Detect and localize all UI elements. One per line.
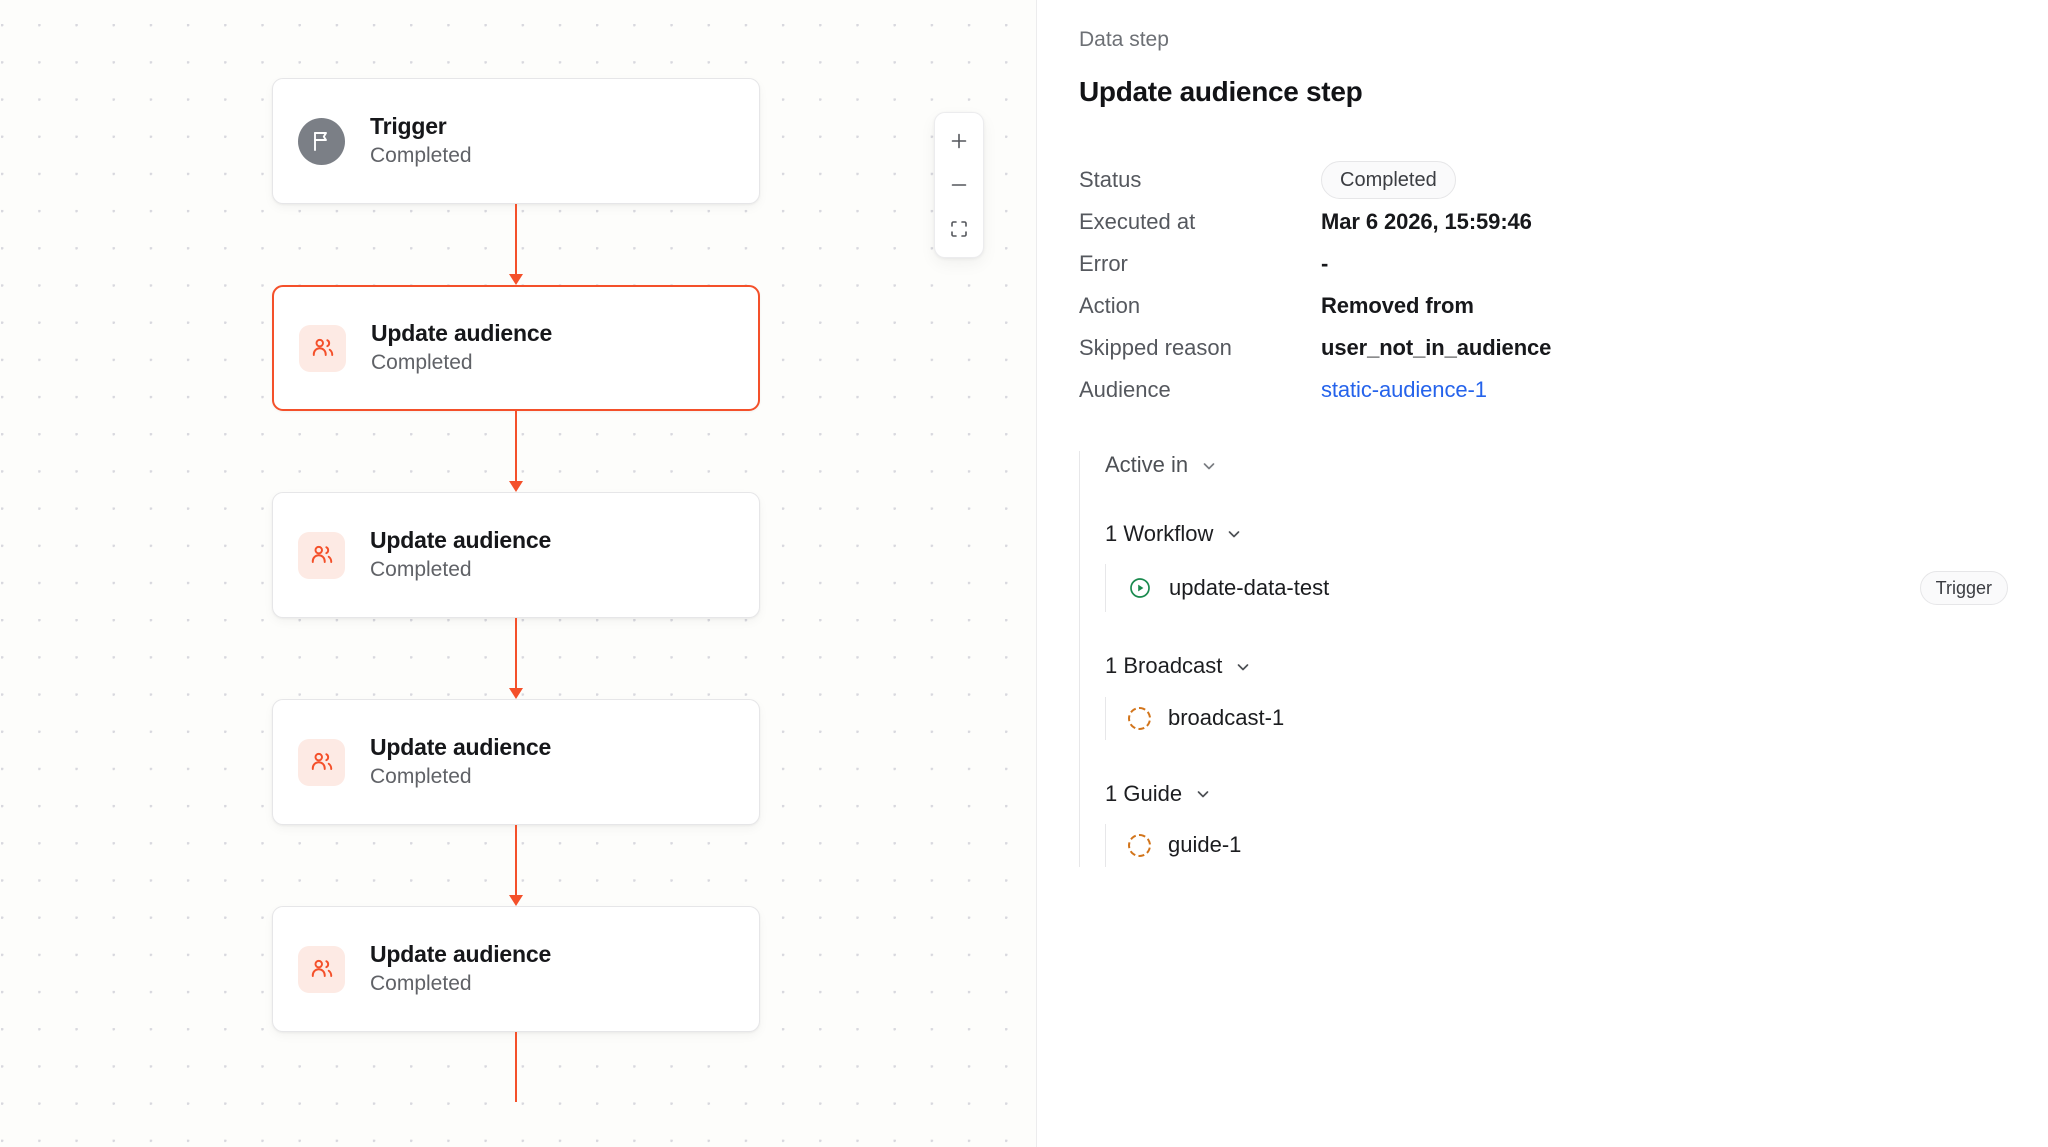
workflow-node-update-audience-selected[interactable]: Update audience Completed [272, 285, 760, 411]
group-label: 1 Broadcast [1105, 653, 1223, 679]
detail-row-error: Error - [1079, 243, 2008, 285]
active-in-label: Active in [1105, 452, 1189, 478]
step-detail-panel: Data step Update audience step Status Co… [1037, 0, 2048, 1147]
status-badge: Completed [1321, 161, 1456, 200]
node-status: Completed [371, 351, 473, 375]
play-circle-icon [1128, 576, 1152, 600]
detail-label: Error [1079, 251, 1128, 276]
detail-label: Audience [1079, 377, 1171, 402]
entity-badge-trigger: Trigger [1919, 571, 2008, 606]
group-items: update-data-test Trigger [1105, 564, 2008, 613]
list-item-guide[interactable]: guide-1 [1106, 824, 2008, 867]
active-in-toggle[interactable]: Active in [1105, 451, 1218, 480]
active-in-group-workflow: 1 Workflow [1105, 520, 2008, 613]
entity-label: guide-1 [1168, 832, 1242, 858]
detail-value: - [1321, 251, 1329, 276]
group-toggle-guide[interactable]: 1 Guide [1105, 780, 1212, 809]
zoom-in-button[interactable] [934, 119, 984, 163]
connector-arrowhead [509, 274, 523, 285]
node-text: Update audience Completed [370, 940, 552, 996]
node-status: Completed [370, 972, 472, 996]
step-detail-table: Status Completed Executed at Mar 6 2026,… [1079, 159, 2008, 411]
zoom-out-button[interactable] [934, 163, 984, 207]
active-in-group-broadcast: 1 Broadcast broadcast-1 [1105, 652, 2008, 740]
detail-label: Executed at [1079, 209, 1196, 234]
node-text: Update audience Completed [370, 526, 552, 582]
connector-arrow [272, 204, 760, 285]
detail-value: Removed from [1321, 293, 1474, 318]
active-in-section: Active in 1 Workflow [1079, 451, 2008, 867]
group-toggle-broadcast[interactable]: 1 Broadcast [1105, 652, 1252, 681]
dashed-circle-icon [1128, 706, 1151, 730]
workflow-node-update-audience[interactable]: Update audience Completed [272, 906, 760, 1032]
group-items: broadcast-1 [1105, 697, 2008, 740]
panel-kicker: Data step [1079, 28, 1169, 51]
detail-value: user_not_in_audience [1321, 335, 1552, 360]
connector-line [515, 825, 517, 896]
users-icon [298, 945, 345, 993]
detail-label: Skipped reason [1079, 335, 1232, 360]
chevron-down-icon [1200, 457, 1218, 475]
node-title: Update audience [370, 940, 552, 967]
group-toggle-workflow[interactable]: 1 Workflow [1105, 520, 1243, 549]
connector-arrow [272, 825, 760, 906]
workflow-node-trigger[interactable]: Trigger Completed [272, 78, 760, 204]
node-text: Update audience Completed [371, 319, 553, 375]
users-icon [299, 324, 346, 372]
connector-line [515, 411, 517, 482]
active-in-group-guide: 1 Guide guide-1 [1105, 780, 2008, 867]
list-item-broadcast[interactable]: broadcast-1 [1106, 697, 2008, 740]
chevron-down-icon [1234, 658, 1252, 676]
users-icon [298, 531, 345, 579]
dashed-circle-icon [1128, 834, 1151, 858]
node-status: Completed [370, 558, 472, 582]
node-title: Trigger [370, 112, 447, 139]
detail-label: Status [1079, 167, 1142, 192]
detail-row-audience: Audience static-audience-1 [1079, 369, 2008, 411]
node-text: Update audience Completed [370, 733, 552, 789]
detail-row-skipped-reason: Skipped reason user_not_in_audience [1079, 327, 2008, 369]
node-text: Trigger Completed [370, 112, 472, 168]
chevron-down-icon [1194, 785, 1212, 803]
flag-icon [298, 117, 345, 165]
connector-arrowhead [509, 481, 523, 492]
connector-arrowhead [509, 895, 523, 906]
connector-arrowhead [509, 688, 523, 699]
chevron-down-icon [1225, 525, 1243, 543]
users-icon [298, 738, 345, 786]
detail-label: Action [1079, 293, 1141, 318]
connector-line [515, 204, 517, 275]
entity-label: update-data-test [1169, 575, 1330, 601]
workflow-node-update-audience[interactable]: Update audience Completed [272, 699, 760, 825]
detail-row-status: Status Completed [1079, 159, 2008, 201]
canvas-zoom-controls[interactable] [934, 112, 984, 258]
group-items: guide-1 [1105, 824, 2008, 867]
detail-row-executed-at: Executed at Mar 6 2026, 15:59:46 [1079, 201, 2008, 243]
connector-line [515, 1032, 517, 1102]
entity-label: broadcast-1 [1168, 705, 1285, 731]
group-label: 1 Guide [1105, 780, 1183, 806]
connector-line-tail [272, 1032, 760, 1102]
workflow-node-update-audience[interactable]: Update audience Completed [272, 492, 760, 618]
connector-arrow [272, 618, 760, 699]
workflow-canvas[interactable]: Trigger Completed [0, 0, 1037, 1147]
node-status: Completed [370, 765, 472, 789]
detail-value: Mar 6 2026, 15:59:46 [1321, 209, 1532, 234]
workflow-flow: Trigger Completed [272, 78, 760, 1102]
connector-line [515, 618, 517, 689]
connector-arrow [272, 411, 760, 492]
list-item-workflow[interactable]: update-data-test Trigger [1106, 564, 2008, 612]
node-title: Update audience [371, 319, 553, 346]
fit-view-button[interactable] [934, 207, 984, 251]
detail-row-action: Action Removed from [1079, 285, 2008, 327]
page-title: Update audience step [1079, 76, 1363, 108]
node-status: Completed [370, 144, 472, 168]
audience-link[interactable]: static-audience-1 [1321, 377, 1487, 402]
node-title: Update audience [370, 733, 552, 760]
group-label: 1 Workflow [1105, 520, 1214, 546]
node-title: Update audience [370, 526, 552, 553]
